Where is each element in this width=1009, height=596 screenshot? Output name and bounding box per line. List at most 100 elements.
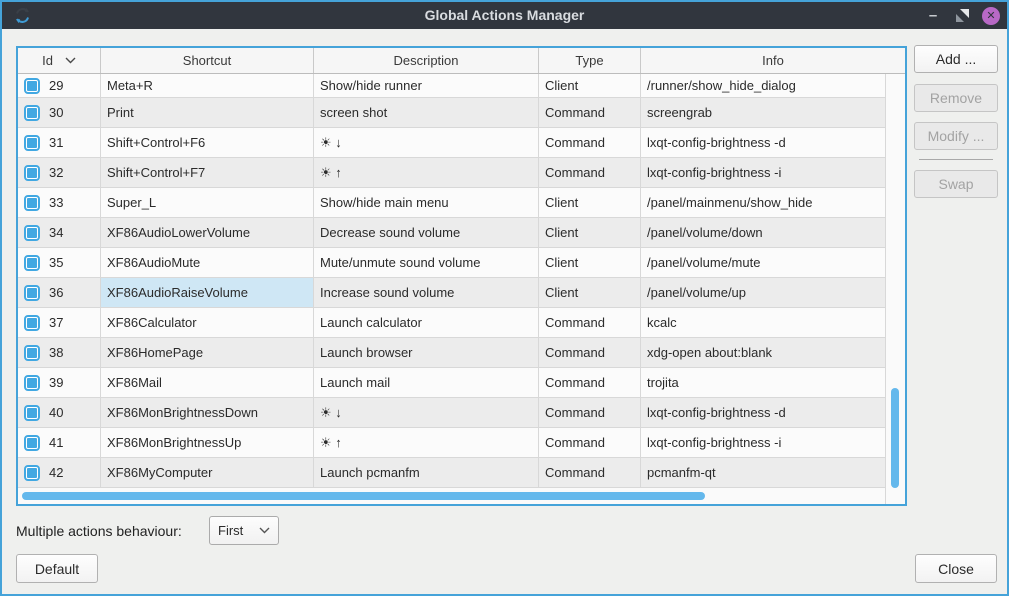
row-checkbox[interactable]: [24, 164, 40, 181]
row-checkbox[interactable]: [24, 344, 40, 361]
row-checkbox[interactable]: [24, 104, 40, 121]
side-button-add[interactable]: Add ...: [914, 45, 998, 73]
column-header-description[interactable]: Description: [314, 48, 539, 73]
shortcut-cell[interactable]: XF86Mail: [101, 368, 314, 397]
description-cell[interactable]: Mute/unmute sound volume: [314, 248, 539, 277]
shortcut-cell[interactable]: Print: [101, 98, 314, 127]
row-checkbox[interactable]: [24, 374, 40, 391]
description-cell[interactable]: Launch calculator: [314, 308, 539, 337]
titlebar[interactable]: Global Actions Manager – ✕: [2, 2, 1007, 29]
type-cell[interactable]: Command: [539, 308, 641, 337]
description-cell[interactable]: ☀ ↓: [314, 398, 539, 427]
table-row[interactable]: 31 Shift+Control+F6 ☀ ↓ Command lxqt-con…: [18, 128, 885, 158]
type-cell[interactable]: Command: [539, 98, 641, 127]
shortcut-cell[interactable]: XF86MyComputer: [101, 458, 314, 487]
info-cell[interactable]: screengrab: [647, 105, 713, 120]
close-window-button[interactable]: ✕: [981, 6, 1001, 26]
description-cell[interactable]: Launch mail: [314, 368, 539, 397]
column-header-id[interactable]: Id: [18, 48, 101, 73]
row-checkbox[interactable]: [24, 314, 40, 331]
info-cell[interactable]: /panel/volume/up: [647, 285, 747, 300]
info-cell[interactable]: xdg-open about:blank: [647, 345, 773, 360]
shortcut-cell[interactable]: Shift+Control+F6: [101, 128, 314, 157]
description-cell[interactable]: Increase sound volume: [314, 278, 539, 307]
type-cell[interactable]: Client: [539, 74, 641, 97]
description-cell[interactable]: screen shot: [314, 98, 539, 127]
type-cell[interactable]: Command: [539, 458, 641, 487]
info-cell[interactable]: pcmanfm-qt: [647, 465, 716, 480]
row-checkbox[interactable]: [24, 404, 40, 421]
description-cell[interactable]: Show/hide runner: [314, 74, 539, 97]
shortcut-cell[interactable]: Super_L: [101, 188, 314, 217]
table-row[interactable]: 37 XF86Calculator Launch calculator Comm…: [18, 308, 885, 338]
type-cell[interactable]: Command: [539, 368, 641, 397]
shortcut-cell[interactable]: XF86HomePage: [101, 338, 314, 367]
info-cell[interactable]: lxqt-config-brightness -i: [647, 435, 782, 450]
row-checkbox[interactable]: [24, 284, 40, 301]
type-cell[interactable]: Client: [539, 218, 641, 247]
horizontal-scrollbar-thumb[interactable]: [22, 492, 705, 500]
shortcut-cell[interactable]: XF86MonBrightnessUp: [101, 428, 314, 457]
horizontal-scrollbar[interactable]: [18, 488, 885, 504]
multiple-actions-combobox[interactable]: First: [209, 516, 279, 545]
default-button[interactable]: Default: [16, 554, 98, 583]
shortcut-cell[interactable]: Meta+R: [101, 74, 314, 97]
table-row[interactable]: 29 Meta+R Show/hide runner Client /runne…: [18, 74, 885, 98]
description-cell[interactable]: Decrease sound volume: [314, 218, 539, 247]
type-cell[interactable]: Command: [539, 128, 641, 157]
type-cell[interactable]: Command: [539, 338, 641, 367]
info-cell[interactable]: kcalc: [647, 315, 677, 330]
table-row[interactable]: 40 XF86MonBrightnessDown ☀ ↓ Command lxq…: [18, 398, 885, 428]
table-row[interactable]: 30 Print screen shot Command screengrab: [18, 98, 885, 128]
info-cell[interactable]: /panel/volume/mute: [647, 255, 761, 270]
description-cell[interactable]: Launch browser: [314, 338, 539, 367]
table-row[interactable]: 35 XF86AudioMute Mute/unmute sound volum…: [18, 248, 885, 278]
row-checkbox[interactable]: [24, 434, 40, 451]
type-cell[interactable]: Command: [539, 428, 641, 457]
table-row[interactable]: 42 XF86MyComputer Launch pcmanfm Command…: [18, 458, 885, 488]
info-cell[interactable]: lxqt-config-brightness -i: [647, 165, 782, 180]
type-cell[interactable]: Client: [539, 188, 641, 217]
shortcut-cell[interactable]: XF86AudioLowerVolume: [101, 218, 314, 247]
shortcut-cell[interactable]: XF86AudioRaiseVolume: [101, 278, 314, 307]
type-cell[interactable]: Client: [539, 248, 641, 277]
table-row[interactable]: 33 Super_L Show/hide main menu Client /p…: [18, 188, 885, 218]
row-checkbox[interactable]: [24, 224, 40, 241]
info-cell[interactable]: lxqt-config-brightness -d: [647, 405, 786, 420]
info-cell[interactable]: trojita: [647, 375, 679, 390]
minimize-button[interactable]: –: [923, 6, 943, 26]
info-cell[interactable]: /runner/show_hide_dialog: [647, 78, 796, 93]
type-cell[interactable]: Client: [539, 278, 641, 307]
close-button[interactable]: Close: [915, 554, 997, 583]
table-row[interactable]: 38 XF86HomePage Launch browser Command x…: [18, 338, 885, 368]
row-checkbox[interactable]: [24, 77, 40, 94]
table-row[interactable]: 36 XF86AudioRaiseVolume Increase sound v…: [18, 278, 885, 308]
description-cell[interactable]: Launch pcmanfm: [314, 458, 539, 487]
table-row[interactable]: 41 XF86MonBrightnessUp ☀ ↑ Command lxqt-…: [18, 428, 885, 458]
description-cell[interactable]: ☀ ↑: [314, 428, 539, 457]
shortcut-cell[interactable]: Shift+Control+F7: [101, 158, 314, 187]
type-cell[interactable]: Command: [539, 398, 641, 427]
row-checkbox[interactable]: [24, 134, 40, 151]
row-checkbox[interactable]: [24, 464, 40, 481]
restore-button[interactable]: [952, 6, 972, 26]
column-header-shortcut[interactable]: Shortcut: [101, 48, 314, 73]
info-cell[interactable]: /panel/volume/down: [647, 225, 763, 240]
table-row[interactable]: 34 XF86AudioLowerVolume Decrease sound v…: [18, 218, 885, 248]
shortcut-cell[interactable]: XF86MonBrightnessDown: [101, 398, 314, 427]
info-cell[interactable]: lxqt-config-brightness -d: [647, 135, 786, 150]
table-row[interactable]: 39 XF86Mail Launch mail Command trojita: [18, 368, 885, 398]
shortcut-cell[interactable]: XF86Calculator: [101, 308, 314, 337]
shortcut-cell[interactable]: XF86AudioMute: [101, 248, 314, 277]
description-cell[interactable]: ☀ ↑: [314, 158, 539, 187]
description-cell[interactable]: ☀ ↓: [314, 128, 539, 157]
type-cell[interactable]: Command: [539, 158, 641, 187]
column-header-info[interactable]: Info: [762, 53, 784, 68]
table-row[interactable]: 32 Shift+Control+F7 ☀ ↑ Command lxqt-con…: [18, 158, 885, 188]
description-cell[interactable]: Show/hide main menu: [314, 188, 539, 217]
info-cell[interactable]: /panel/mainmenu/show_hide: [647, 195, 813, 210]
vertical-scrollbar[interactable]: [885, 74, 905, 504]
vertical-scrollbar-thumb[interactable]: [891, 388, 899, 488]
column-header-type[interactable]: Type: [539, 48, 641, 73]
row-checkbox[interactable]: [24, 194, 40, 211]
